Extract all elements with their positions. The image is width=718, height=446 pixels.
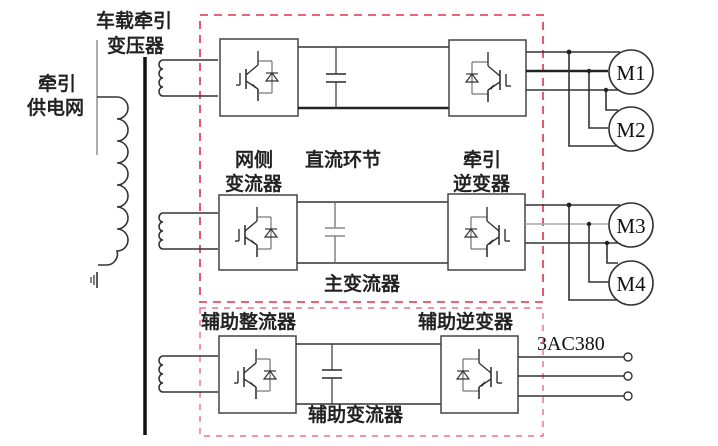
terminal-icon bbox=[623, 391, 633, 401]
transformer-label-line1: 车载牵引 bbox=[96, 9, 172, 32]
motor-m4: M4 bbox=[608, 260, 654, 306]
converter-row-3 bbox=[218, 335, 519, 414]
secondary-winding-3-icon bbox=[158, 355, 218, 393]
aux-inverter-box bbox=[440, 335, 519, 414]
grid-side-converter-2 bbox=[218, 194, 298, 271]
grid-side-converter-1 bbox=[219, 38, 299, 117]
traction-inverter-label: 牵引 逆变器 bbox=[453, 148, 511, 195]
primary-winding-icon bbox=[98, 96, 129, 266]
traction-inverter-1 bbox=[448, 39, 527, 117]
secondary-winding-1-icon bbox=[158, 59, 218, 97]
converter-row-1 bbox=[219, 38, 527, 117]
transformer-label: 车载牵引 变压器 bbox=[96, 9, 172, 57]
grid-converter-label: 网侧 变流器 bbox=[225, 149, 283, 195]
traction-inverter-label-line2: 逆变器 bbox=[453, 172, 511, 195]
grid-label-line1: 牵引 bbox=[38, 72, 76, 95]
grid-converter-label-line2: 变流器 bbox=[225, 172, 283, 195]
aux-output-terminals bbox=[518, 352, 633, 401]
aux-inverter-label: 辅助逆变器 bbox=[418, 310, 514, 333]
dc-link-capacitor-1-icon bbox=[326, 47, 346, 108]
traction-inverter-label-line1: 牵引 bbox=[463, 148, 501, 171]
motor-m1-label: M1 bbox=[616, 61, 645, 85]
converter-row-2 bbox=[218, 193, 526, 271]
dc-link-capacitor-2-icon bbox=[325, 202, 345, 263]
aux-capacitor-icon bbox=[322, 344, 342, 404]
grid-converter-label-line1: 网侧 bbox=[235, 149, 273, 171]
aux-converter-label: 辅助变流器 bbox=[308, 403, 404, 426]
terminal-icon bbox=[623, 352, 633, 362]
dc-link-label: 直流环节 bbox=[305, 148, 381, 171]
motor-m3: M3 bbox=[608, 202, 654, 248]
motor-m3-label: M3 bbox=[616, 214, 645, 238]
motor-m1: M1 bbox=[608, 49, 654, 95]
terminal-icon bbox=[623, 371, 633, 381]
motor-wiring-2 bbox=[525, 202, 622, 301]
motor-m2: M2 bbox=[608, 106, 654, 152]
motor-wiring-1 bbox=[526, 49, 622, 147]
grid-label: 牵引 供电网 bbox=[26, 72, 84, 119]
motor-m4-label: M4 bbox=[616, 272, 646, 296]
secondary-winding-2-icon bbox=[158, 212, 218, 250]
transformer-label-line2: 变压器 bbox=[107, 34, 165, 57]
aux-rectifier-box bbox=[218, 335, 297, 414]
aux-rectifier-label: 辅助整流器 bbox=[201, 310, 297, 333]
aux-output-voltage-label: 3AC380 bbox=[537, 333, 605, 355]
ground-icon bbox=[90, 272, 98, 288]
grid-label-line2: 供电网 bbox=[26, 96, 84, 119]
traction-inverter-2 bbox=[447, 193, 526, 271]
main-converter-boundary bbox=[199, 14, 544, 303]
aux-converter-boundary bbox=[199, 307, 544, 437]
main-converter-label: 主变流器 bbox=[324, 272, 401, 295]
motor-m2-label: M2 bbox=[616, 118, 645, 142]
